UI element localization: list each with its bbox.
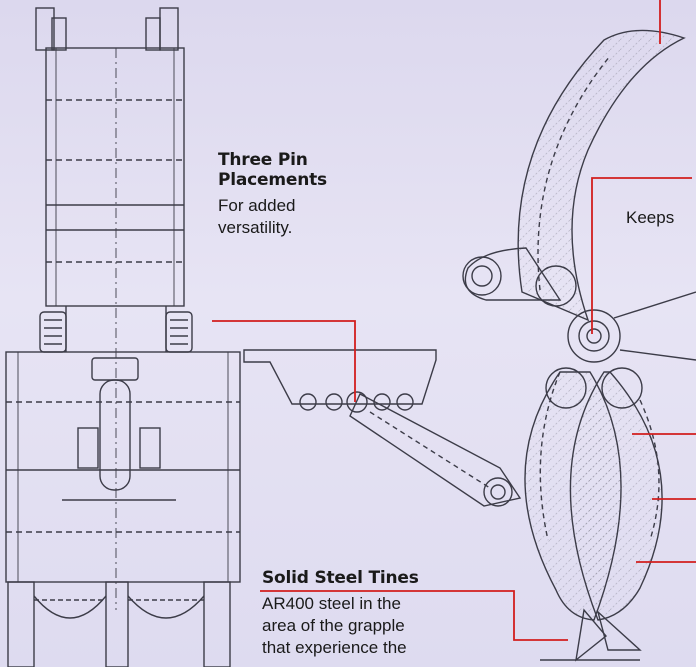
- pin-hole-3: [346, 391, 368, 413]
- callout-solid-tines: Solid Steel Tines AR400 steel in the are…: [262, 568, 419, 659]
- callout-solid-tines-body-line2: area of the grapple: [262, 616, 405, 635]
- pin-hole-1: [299, 393, 317, 411]
- callout-solid-tines-title: Solid Steel Tines: [262, 568, 419, 588]
- pin-hole-5: [396, 393, 414, 411]
- grapple-front-view: [5, 7, 241, 667]
- callout-keeps: Keeps: [626, 208, 675, 227]
- main-pivot: [567, 309, 621, 363]
- callout-solid-tines-body-line1: AR400 steel in the: [262, 594, 401, 613]
- callout-solid-tines-body-line3: that experience the: [262, 638, 407, 657]
- callout-title-line2: Placements: [218, 170, 327, 190]
- grapple-side-view: [243, 29, 696, 662]
- leader-three-pin: [212, 320, 356, 402]
- callout-title-line1: Three Pin: [218, 150, 308, 170]
- leader-solid-tines: [260, 590, 568, 641]
- leader-keeps: [591, 177, 692, 334]
- pin-hole-2: [325, 393, 343, 411]
- callout-body-line1: For added: [218, 196, 296, 215]
- callout-body-line2: versatility.: [218, 218, 293, 237]
- leader-lines: [212, 0, 696, 641]
- callout-three-pin: Three Pin Placements For added versatili…: [218, 150, 327, 239]
